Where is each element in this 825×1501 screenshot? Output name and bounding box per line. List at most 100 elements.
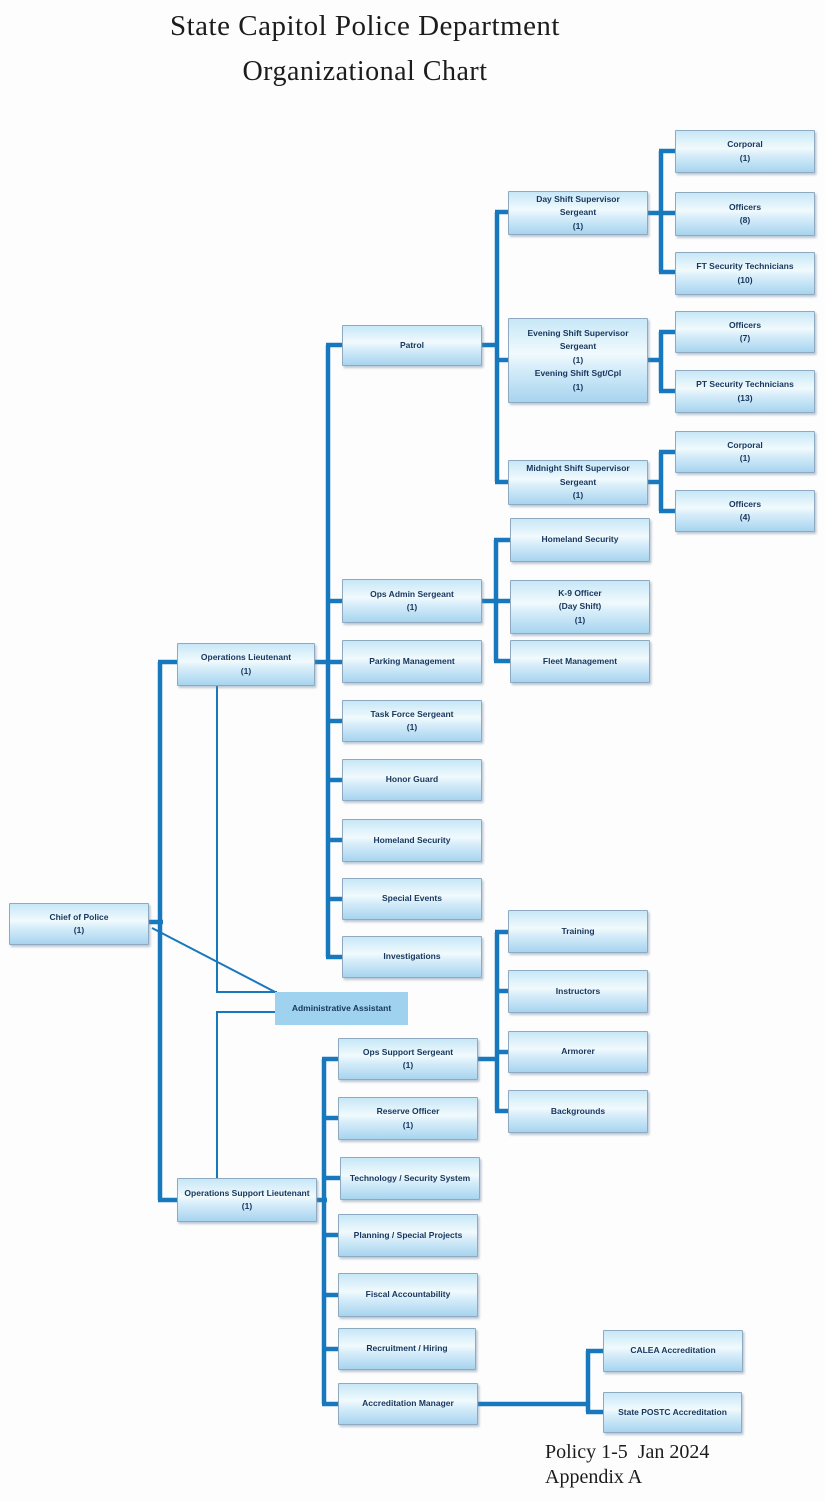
org-node-label: Ops Admin Sergeant [370,588,454,599]
org-node-label: (7) [739,333,751,343]
org-node-calea-accreditation: CALEA Accreditation [603,1330,743,1372]
org-node-label: Corporal [727,139,763,149]
org-node-backgrounds: Backgrounds [508,1090,648,1133]
org-node-special-events: Special Events [342,878,482,920]
org-node-label: (1) [402,1060,414,1070]
org-node-label: Evening Shift Supervisor [527,327,629,338]
org-node-training: Training [508,910,648,953]
policy-footer-line2: Appendix A [545,1466,643,1488]
org-node-label: Operations Support Lieutenant [184,1187,310,1198]
org-node-label: Training [561,925,595,936]
org-node-label: Task Force Sergeant [370,708,454,719]
org-node-officers-midnight: Officers (4) [675,490,815,532]
org-node-corporal-day: Corporal (1) [675,130,815,173]
org-node-label: Chief of Police [49,911,109,922]
org-node-label: (4) [739,512,751,522]
org-node-label: State POSTC Accreditation [618,1406,727,1417]
org-node-k9-officer: K-9 Officer (Day Shift) (1) [510,580,650,634]
org-node-label: (8) [739,215,751,225]
org-node-officers-day: Officers (8) [675,192,815,236]
org-node-label: Technology / Security System [349,1172,471,1183]
org-node-label: (1) [402,1119,414,1130]
org-node-label: (1) [572,354,584,365]
org-node-ft-security-technicians: FT Security Technicians(10) [675,252,815,295]
org-node-homeland-security-ops: Homeland Security [342,819,482,862]
org-node-label: (13) [737,392,753,403]
org-node-operations-support-lieutenant: Operations Support Lieutenant (1) [177,1178,317,1222]
org-node-label: (1) [739,453,751,463]
org-node-technology-security-system: Technology / Security System [340,1157,480,1200]
org-node-label: Fiscal Accountability [365,1289,451,1300]
org-node-label: Midnight Shift Supervisor [526,463,630,474]
chart-title-line2: Organizational Chart [242,56,488,87]
org-node-officers-evening: Officers (7) [675,311,815,353]
org-node-label: Armorer [561,1046,595,1057]
org-node-label: Investigations [383,951,441,962]
org-node-label: Patrol [399,339,425,350]
org-node-label: Day Shift Supervisor [536,193,620,204]
org-node-recruitment-hiring: Recruitment / Hiring [338,1328,476,1370]
org-node-label: (1) [240,665,252,676]
org-node-label: (1) [73,925,85,935]
org-node-label: PT Security Technicians [696,379,794,389]
org-node-label: (1) [572,381,584,392]
org-node-ops-admin-sergeant: Ops Admin Sergeant (1) [342,579,482,623]
org-node-reserve-officer: Reserve Officer (1) [338,1097,478,1140]
org-node-planning-special-projects: Planning / Special Projects [338,1214,478,1257]
org-node-honor-guard: Honor Guard [342,759,482,801]
org-node-label: Sergeant [559,476,597,487]
org-node-label: Recruitment / Hiring [366,1343,448,1354]
org-node-label: (1) [574,614,586,625]
org-node-label: Parking Management [369,655,455,666]
policy-footer: Policy 1-5 Jan 2024 Appendix A [545,1440,805,1490]
org-node-fleet-management: Fleet Management [510,640,650,683]
org-node-label: (1) [406,602,418,612]
org-node-label: Fleet Management [542,655,618,666]
org-node-patrol: Patrol [342,325,482,366]
org-node-label: (1) [739,152,751,163]
org-node-label: (1) [572,220,584,231]
org-node-label: Corporal [727,439,763,450]
org-node-homeland-security-admin: Homeland Security [510,518,650,562]
org-node-state-postc-accreditation: State POSTC Accreditation [603,1392,742,1433]
org-node-label: Honor Guard [385,774,439,785]
org-node-label: (1) [241,1201,253,1211]
org-node-label: Operations Lieutenant [200,652,292,662]
org-node-label: Sergeant [559,341,597,352]
org-node-label: (Day Shift) [558,601,602,612]
org-node-task-force-sergeant: Task Force Sergeant(1) [342,700,482,742]
org-node-label: Officers [728,498,762,509]
policy-footer-line1: Policy 1-5 Jan 2024 [545,1441,710,1463]
connector-line [151,927,278,994]
org-node-instructors: Instructors [508,970,648,1013]
org-node-ops-support-sergeant: Ops Support Sergeant (1) [338,1038,478,1080]
chart-title: State Capitol Police Department Organiza… [130,10,600,88]
org-node-administrative-assistant: Administrative Assistant [275,992,408,1025]
org-node-label: Ops Support Sergeant [362,1046,454,1057]
org-node-label: Officers [728,319,762,330]
org-node-label: Officers [728,201,762,212]
org-node-parking-management: Parking Management [342,640,482,683]
org-node-operations-lieutenant: Operations Lieutenant (1) [177,643,315,686]
org-node-label: Administrative Assistant [291,1002,392,1013]
org-node-label: Evening Shift Sgt/Cpl [534,368,622,379]
org-node-label: Accreditation Manager [362,1398,454,1409]
org-node-label: Special Events [381,893,442,904]
org-node-accreditation-manager: Accreditation Manager [338,1383,478,1425]
org-node-label: Planning / Special Projects [353,1229,463,1240]
org-node-label: (10) [737,274,753,285]
org-node-label: Homeland Security [541,534,619,545]
org-node-armorer: Armorer [508,1031,648,1073]
org-node-label: Sergeant [559,207,597,218]
org-node-investigations: Investigations [342,936,482,978]
org-node-label: Reserve Officer [376,1106,440,1116]
org-node-label: CALEA Accreditation [630,1345,716,1356]
org-node-pt-security-technicians: PT Security Technicians (13) [675,370,815,413]
org-node-label: K-9 Officer [558,587,602,598]
chart-title-line1: State Capitol Police Department [170,10,560,42]
